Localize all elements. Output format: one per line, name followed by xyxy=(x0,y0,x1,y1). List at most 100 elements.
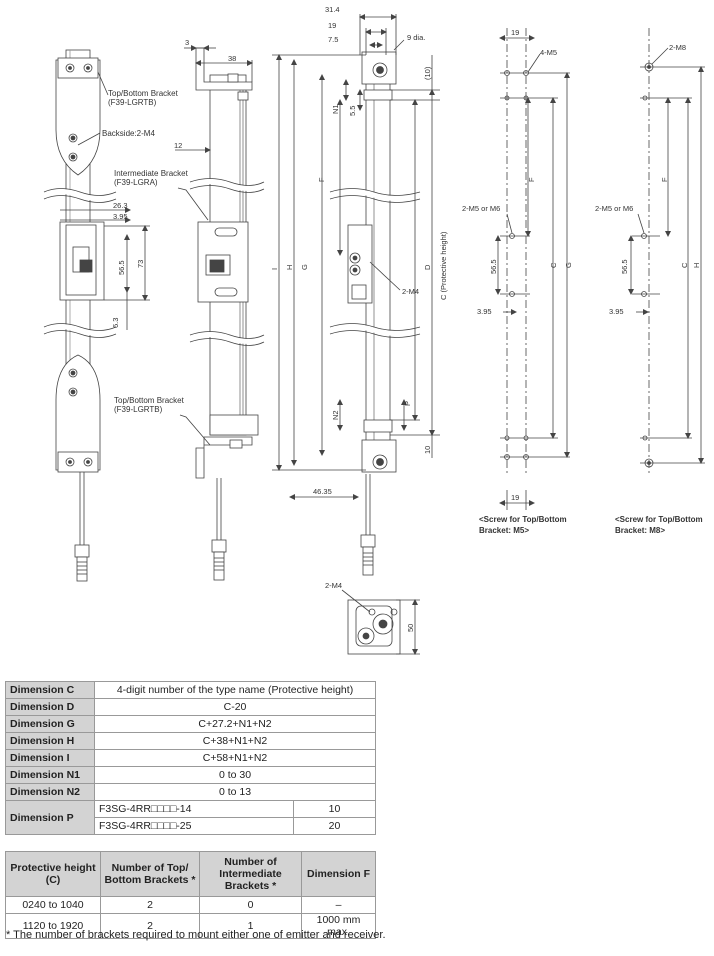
dim-p: P xyxy=(403,401,412,406)
r1-dim-3-95: 3.95 xyxy=(477,307,492,316)
dimension-name: Dimension H xyxy=(5,732,95,750)
dim-n1: N1 xyxy=(331,104,340,114)
r2-dim-c: C xyxy=(680,262,689,268)
dimension-name: Dimension N2 xyxy=(5,783,95,801)
model-name: F3SG-4RR□□□□-14 xyxy=(94,800,294,818)
dim-3: 3 xyxy=(185,38,189,47)
table-row: 1120 to 1920 2 1 1000 mm max. xyxy=(5,913,376,939)
dimension-drawing: Top/Bottom Bracket (F39-LGRTB) Backside:… xyxy=(42,5,705,655)
table-cell: 1 xyxy=(199,913,302,939)
column-header: Protective height (C) xyxy=(5,851,101,897)
dimension-value: C+58+N1+N2 xyxy=(94,749,376,767)
screw-layout-m8 xyxy=(628,28,705,475)
dim-9-dia: 9 dia. xyxy=(407,33,425,42)
table-row: Dimension I C+58+N1+N2 xyxy=(5,749,376,767)
column-header: Dimension F xyxy=(301,851,376,897)
label-intermediate-bracket-model: (F39-LGRA) xyxy=(114,178,158,187)
table-row: Dimension H C+38+N1+N2 xyxy=(5,732,376,750)
r1-dim-56-5: 56.5 xyxy=(489,259,498,274)
table-cell: 1120 to 1920 xyxy=(5,913,101,939)
table-row: Dimension C 4-digit number of the type n… xyxy=(5,681,376,699)
dimension-name: Dimension N1 xyxy=(5,766,95,784)
label-top-bottom-bracket-1: Top/Bottom Bracket xyxy=(108,89,179,98)
dimension-value: C+27.2+N1+N2 xyxy=(94,715,376,733)
r2-dim-2-m8: 2-M8 xyxy=(669,43,686,52)
dim-f-main: F xyxy=(317,177,326,182)
dim-c-protective: C (Protective height) xyxy=(439,231,448,300)
dimension-value: 20 xyxy=(293,817,376,835)
label-top-bottom-bracket-2: Top/Bottom Bracket xyxy=(114,396,185,405)
dim-7-5: 7.5 xyxy=(328,35,338,44)
label-intermediate-bracket: Intermediate Bracket xyxy=(114,169,189,178)
dimension-value: 0 to 30 xyxy=(94,766,376,784)
r1-dim-c: C xyxy=(549,262,558,268)
table-row: 0240 to 1040 2 0 – xyxy=(5,896,376,914)
front-view xyxy=(175,45,266,581)
dim-2-m4-side: 2-M4 xyxy=(402,287,419,296)
table-row: Dimension N1 0 to 30 xyxy=(5,766,376,784)
r1-dim-2-m5-or-m6: 2-M5 or M6 xyxy=(462,204,500,213)
table-cell: 2 xyxy=(100,913,200,939)
dim-h-main: H xyxy=(285,265,294,270)
table-row: Dimension N2 0 to 13 xyxy=(5,783,376,801)
label-backside: Backside:2-M4 xyxy=(102,129,155,138)
side-view-left xyxy=(42,49,150,582)
model-name: F3SG-4RR□□□□-25 xyxy=(94,817,294,835)
dim-5-5: 5.5 xyxy=(348,106,357,116)
dim-d-main: D xyxy=(423,264,432,270)
r2-dim-f: F xyxy=(660,177,669,182)
dim-56-5-left: 56.5 xyxy=(117,260,126,275)
r2-dim-56-5: 56.5 xyxy=(620,259,629,274)
dim-n2: N2 xyxy=(331,410,340,420)
dimension-name: Dimension P xyxy=(5,800,95,835)
bracket-count-table: Protective height (C) Number of Top/ Bot… xyxy=(5,851,376,939)
dimension-name: Dimension I xyxy=(5,749,95,767)
dim-10-bottom: 10 xyxy=(423,446,432,454)
screw-note-m5-line2: Bracket: M5> xyxy=(479,526,529,535)
r1-dim-g: G xyxy=(564,262,573,268)
footnote: * The number of brackets required to mou… xyxy=(6,929,386,941)
r1-dim-4-m5: 4-M5 xyxy=(540,48,557,57)
dimension-table: Dimension C 4-digit number of the type n… xyxy=(5,681,376,835)
dimension-value: 0 to 13 xyxy=(94,783,376,801)
dim-g-main: G xyxy=(300,264,309,270)
label-top-bottom-bracket-2-model: (F39-LGRTB) xyxy=(114,405,163,414)
screw-note-m8-line2: Bracket: M8> xyxy=(615,526,665,535)
dim-31-4: 31.4 xyxy=(325,5,340,14)
r1-dim-f: F xyxy=(527,177,536,182)
dim-6-3: 6.3 xyxy=(111,318,120,328)
table-cell: 1000 mm max. xyxy=(301,913,376,939)
dimension-name: Dimension C xyxy=(5,681,95,699)
screw-note-m5-line1: <Screw for Top/Bottom xyxy=(479,515,567,524)
dimension-value: 10 xyxy=(293,800,376,818)
dim-3-95-left: 3.95 xyxy=(113,212,128,221)
table-row: Dimension G C+27.2+N1+N2 xyxy=(5,715,376,733)
dim-i-main: I xyxy=(270,268,279,270)
table-cell: 0 xyxy=(199,896,302,914)
dim-19-top: 19 xyxy=(328,21,336,30)
screw-note-m8-line1: <Screw for Top/Bottom xyxy=(615,515,703,524)
label-top-bottom-bracket-1-model: (F39-LGRTB) xyxy=(108,98,157,107)
table-row: Dimension D C-20 xyxy=(5,698,376,716)
r1-dim-19-top: 19 xyxy=(511,28,519,37)
bottom-end-view xyxy=(341,589,420,655)
dimension-value: C-20 xyxy=(94,698,376,716)
table-row: Dimension P F3SG-4RR□□□□-14 10 xyxy=(5,800,376,835)
dim-10-paren: (10) xyxy=(423,66,432,80)
dim-73: 73 xyxy=(136,260,145,268)
r2-dim-h: H xyxy=(692,263,701,268)
table-row: F3SG-4RR□□□□-25 20 xyxy=(6,817,376,835)
dimension-name: Dimension G xyxy=(5,715,95,733)
column-header: Number of Intermediate Brackets * xyxy=(199,851,302,897)
column-header: Number of Top/ Bottom Brackets * xyxy=(100,851,200,897)
dimension-value: 4-digit number of the type name (Protect… xyxy=(94,681,376,699)
dimension-value: C+38+N1+N2 xyxy=(94,732,376,750)
dim-38: 38 xyxy=(228,54,236,63)
dimensioned-view xyxy=(272,14,440,576)
r2-dim-3-95: 3.95 xyxy=(609,307,624,316)
r1-dim-19-bottom: 19 xyxy=(511,493,519,502)
r2-dim-2-m5-or-m6: 2-M5 or M6 xyxy=(595,204,633,213)
dim-2-m4-bottom: 2-M4 xyxy=(325,581,342,590)
dimension-name: Dimension D xyxy=(5,698,95,716)
dim-12: 12 xyxy=(174,141,182,150)
